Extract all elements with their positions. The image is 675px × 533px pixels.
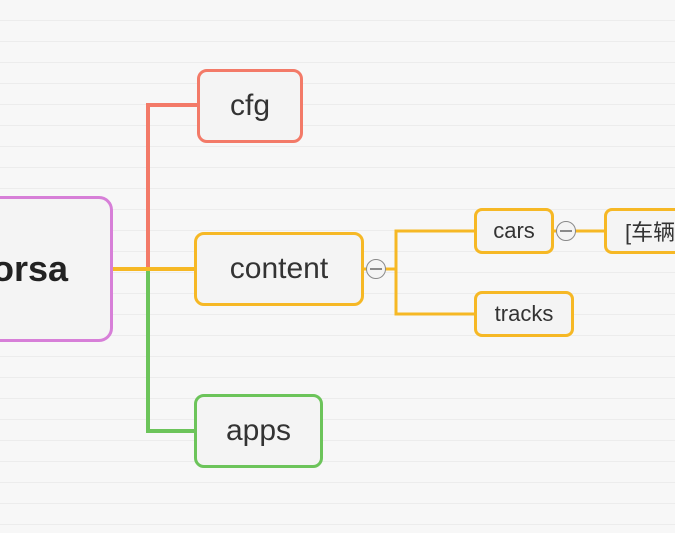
topic-apps[interactable]: apps	[194, 394, 323, 468]
minus-circle-icon[interactable]	[556, 221, 576, 241]
root-topic[interactable]: orsa	[0, 196, 113, 342]
root-topic-label: orsa	[0, 248, 68, 289]
topic-tracks-label: tracks	[494, 301, 554, 326]
topic-cars-label: cars	[493, 218, 535, 243]
topic-content-label: content	[229, 252, 329, 285]
topic-cfg[interactable]: cfg	[197, 69, 303, 143]
connector-tracks	[394, 269, 474, 316]
topic-tracks[interactable]: tracks	[474, 291, 574, 337]
connector-cars	[394, 229, 474, 269]
topic-content[interactable]: content	[194, 232, 364, 306]
topic-cars-child[interactable]: [车辆	[604, 208, 675, 254]
connector-apps	[113, 267, 194, 433]
topic-cars[interactable]: cars	[474, 208, 554, 254]
connector-cfg	[113, 103, 197, 271]
topic-apps-label: apps	[225, 414, 292, 447]
minus-circle-icon[interactable]	[366, 259, 386, 279]
topic-cars-child-label: [车辆	[625, 220, 675, 245]
topic-cfg-label: cfg	[229, 89, 271, 122]
